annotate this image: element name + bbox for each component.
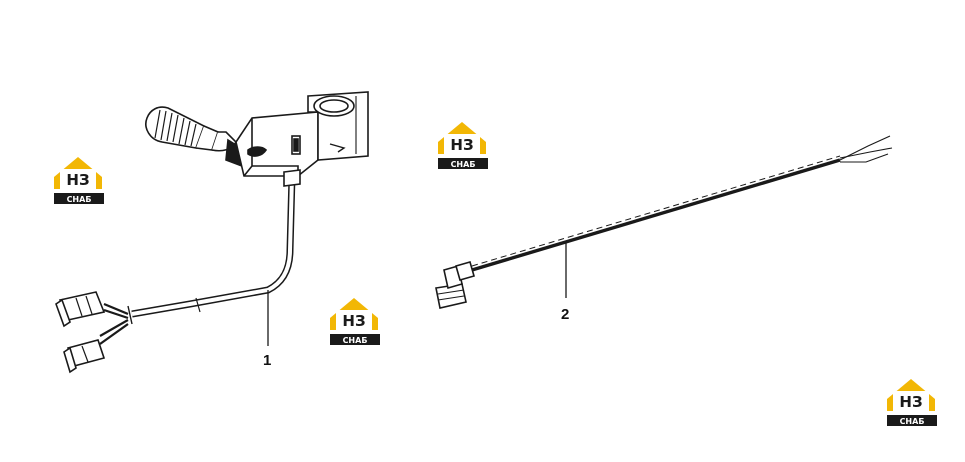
logo-bottom-text: СНАБ bbox=[451, 160, 476, 169]
switch-handle bbox=[145, 106, 245, 168]
logo-top-text: НЗ bbox=[450, 136, 473, 154]
connector-lower bbox=[63, 339, 106, 374]
part-1-switch-assembly bbox=[55, 91, 369, 374]
logo-top-text: НЗ bbox=[342, 312, 365, 330]
callout-1: 1 bbox=[263, 352, 272, 369]
harness-cable bbox=[127, 169, 301, 325]
callout-2: 2 bbox=[561, 306, 570, 323]
watermark-logo: НЗ СНАБ bbox=[436, 120, 488, 170]
switch-housing bbox=[235, 91, 369, 177]
twisted-cable bbox=[471, 135, 893, 272]
part-2-sensor-assembly bbox=[435, 135, 893, 309]
logo-bottom-text: СНАБ bbox=[343, 336, 368, 345]
harness-connectors bbox=[55, 291, 129, 374]
watermark-logo: НЗ СНАБ bbox=[885, 377, 937, 427]
logo-top-text: НЗ bbox=[66, 171, 89, 189]
watermark-logo: НЗ СНАБ bbox=[328, 296, 380, 346]
logo-bottom-text: СНАБ bbox=[67, 195, 92, 204]
connector-upper bbox=[55, 291, 106, 328]
sensor-body bbox=[435, 261, 475, 309]
watermark-logo: НЗ СНАБ bbox=[52, 155, 104, 205]
logo-bottom-text: СНАБ bbox=[900, 417, 925, 426]
logo-top-text: НЗ bbox=[899, 393, 922, 411]
